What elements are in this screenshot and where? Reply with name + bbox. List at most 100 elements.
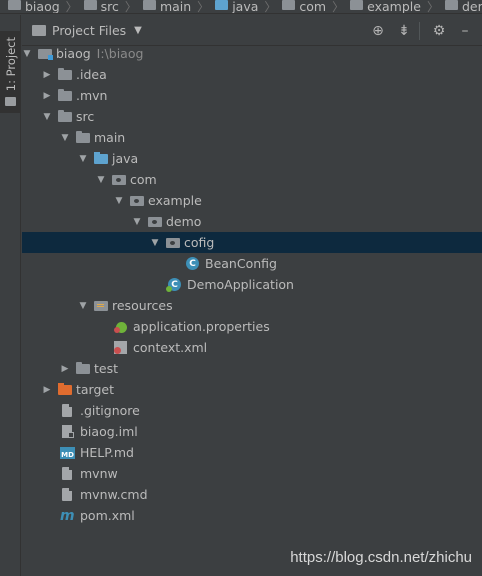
spring-properties-icon [114,320,127,333]
toolbar-divider [419,21,420,40]
navigation-bar: biaog 〉 src 〉 main 〉 java 〉 com 〉 exampl… [0,0,482,14]
chevron-down-icon[interactable]: ▼ [43,111,51,122]
module-file-icon [62,425,74,438]
tree-node-src[interactable]: ▼ src [22,106,482,127]
tree-node-help-md[interactable]: MD HELP.md [22,442,482,463]
breadcrumb-example[interactable]: example 〉 [344,0,439,13]
hide-icon[interactable]: – [461,22,469,39]
tree-node-label: resources [112,298,173,313]
tree-node-biaog-iml[interactable]: biaog.iml [22,421,482,442]
folder-icon [5,97,16,107]
tree-node-mvn[interactable]: ▶ .mvn [22,85,482,106]
tree-node-gitignore[interactable]: .gitignore [22,400,482,421]
source-folder-icon [215,0,229,10]
tree-node-cofig[interactable]: ▼ cofig [22,232,482,253]
breadcrumb-main[interactable]: main 〉 [137,0,210,14]
tree-node-label: BeanConfig [205,256,277,271]
locate-icon[interactable]: ⊕ [372,22,384,39]
package-icon [350,0,364,10]
tree-node-label: application.properties [133,319,270,334]
tree-node-demoapplication[interactable]: C DemoApplication [22,274,482,295]
chevron-right-icon: 〉 [197,0,210,14]
tree-node-example[interactable]: ▼ example [22,190,482,211]
tree-node-label: java [112,151,139,166]
resources-folder-icon [94,300,108,311]
tree-node-label: HELP.md [80,445,134,460]
tree-node-beanconfig[interactable]: C BeanConfig [22,253,482,274]
chevron-right-icon: 〉 [65,0,78,14]
tree-node-application-properties[interactable]: application.properties [22,316,482,337]
package-icon [130,195,144,206]
folder-icon [58,67,72,80]
tree-node-label: mvnw.cmd [80,487,148,502]
gear-icon[interactable]: ⚙ [432,22,446,39]
chevron-right-icon[interactable]: ▶ [43,69,51,80]
folder-icon [58,109,72,122]
package-icon [148,216,162,227]
tree-node-resources[interactable]: ▼ resources [22,295,482,316]
tree-node-main[interactable]: ▼ main [22,127,482,148]
project-tab-label: 1: Project [3,37,18,92]
watermark: https://blog.csdn.net/zhichu [290,549,472,566]
tree-node-label: .idea [76,67,107,82]
tree-node-label: .gitignore [80,403,140,418]
chevron-down-icon[interactable]: ▼ [23,48,31,59]
breadcrumb-demo[interactable]: demo 〉 [439,0,482,13]
tree-node-label: biaog.iml [80,424,138,439]
tree-node-root[interactable]: ▼ biaog I:\biaog [22,43,482,64]
folder-icon [76,130,90,143]
maven-icon: m [60,507,75,524]
markdown-icon: MD [60,446,75,459]
collapse-all-icon[interactable]: ⇟ [398,22,410,39]
file-icon [62,488,72,501]
tree-node-context-xml[interactable]: context.xml [22,337,482,358]
breadcrumb-src[interactable]: src 〉 [78,0,137,14]
chevron-down-icon[interactable]: ▼ [61,132,69,143]
package-icon [166,237,180,248]
tree-node-label: com [130,172,157,187]
root-path: I:\biaog [96,46,144,61]
header-toolbar: ⊕ ⇟ ⚙ – [363,15,482,46]
package-icon [282,0,296,10]
tree-node-label: biaog [56,46,91,61]
breadcrumb-biaog[interactable]: biaog 〉 [0,0,78,14]
tree-node-idea[interactable]: ▶ .idea [22,64,482,85]
tool-window-stripe: 1: Project [0,15,21,576]
excluded-folder-icon [58,382,72,395]
chevron-down-icon[interactable]: ▼ [79,300,87,311]
breadcrumb-java[interactable]: java 〉 [209,0,277,14]
chevron-right-icon: 〉 [124,0,137,14]
tree-node-pom-xml[interactable]: m pom.xml [22,505,482,526]
folder-icon [142,0,156,10]
project-tree: ▼ biaog I:\biaog ▶ .idea ▶ .mvn ▼ src ▼ … [22,43,482,576]
tree-node-label: DemoApplication [187,277,294,292]
chevron-down-icon[interactable]: ▼ [79,153,87,164]
chevron-right-icon[interactable]: ▶ [43,384,51,395]
folder-icon [76,361,90,374]
breadcrumb-com[interactable]: com 〉 [276,0,344,13]
chevron-down-icon[interactable]: ▼ [97,174,105,185]
tree-node-label: context.xml [133,340,208,355]
tree-node-com[interactable]: ▼ com [22,169,482,190]
chevron-down-icon[interactable]: ▼ [134,24,142,36]
tree-node-mvnw[interactable]: mvnw [22,463,482,484]
chevron-right-icon: 〉 [264,0,277,14]
folder-icon [83,0,97,10]
chevron-down-icon[interactable]: ▼ [115,195,123,206]
tree-node-mvnw-cmd[interactable]: mvnw.cmd [22,484,482,505]
tree-node-test[interactable]: ▶ test [22,358,482,379]
tree-node-label: test [94,361,119,376]
tree-node-target[interactable]: ▶ target [22,379,482,400]
package-icon [444,0,458,10]
folder-icon [32,24,46,36]
tree-node-java[interactable]: ▼ java [22,148,482,169]
chevron-right-icon[interactable]: ▶ [61,363,69,374]
tree-node-label: src [76,109,95,124]
view-selector[interactable]: Project Files [52,22,127,38]
tree-node-demo[interactable]: ▼ demo [22,211,482,232]
chevron-right-icon[interactable]: ▶ [43,90,51,101]
project-tool-window-tab[interactable]: 1: Project [0,31,21,113]
chevron-down-icon[interactable]: ▼ [133,216,141,227]
project-view-header: Project Files ▼ ⊕ ⇟ ⚙ – [22,15,482,46]
chevron-down-icon[interactable]: ▼ [151,237,159,248]
